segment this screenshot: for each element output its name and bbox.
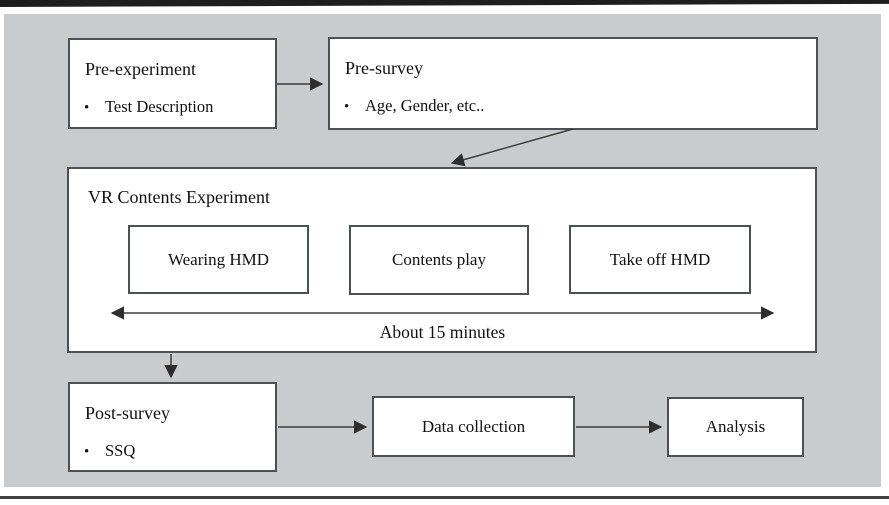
step-take-off-hmd-box: Take off HMD: [569, 225, 751, 294]
bullet-icon: •: [84, 100, 90, 116]
data-collection-box: Data collection: [372, 396, 575, 457]
vr-experiment-title: VR Contents Experiment: [88, 187, 270, 207]
pre-survey-title: Pre-survey: [345, 58, 423, 78]
pre-survey-box: Pre-survey • Age, Gender, etc..: [328, 37, 818, 130]
post-survey-box: Post-survey • SSQ: [68, 382, 277, 472]
data-collection-label: Data collection: [421, 416, 526, 436]
analysis-box: Analysis: [667, 397, 804, 457]
step-contents-play-box: Contents play: [349, 225, 529, 295]
pre-experiment-box: Pre-experiment • Test Description: [68, 38, 277, 129]
pre-experiment-bullet: • Test Description: [70, 97, 275, 118]
pre-experiment-bullet-text: Test Description: [105, 97, 214, 116]
post-survey-bullet: • SSQ: [70, 441, 275, 462]
post-survey-bullet-text: SSQ: [105, 441, 136, 460]
pre-survey-bullet: • Age, Gender, etc..: [330, 96, 816, 117]
step-take-off-hmd-label: Take off HMD: [609, 249, 711, 269]
bullet-icon: •: [344, 99, 350, 115]
analysis-label: Analysis: [705, 417, 766, 436]
step-wearing-hmd-box: Wearing HMD: [128, 225, 309, 294]
pre-experiment-title: Pre-experiment: [85, 59, 196, 79]
bullet-icon: •: [84, 444, 90, 460]
pre-survey-bullet-text: Age, Gender, etc..: [365, 96, 485, 115]
step-wearing-hmd-label: Wearing HMD: [167, 249, 270, 269]
bottom-rule: [0, 496, 889, 499]
duration-label: About 15 minutes: [379, 322, 506, 342]
step-contents-play-label: Contents play: [392, 250, 486, 269]
top-rule: [0, 0, 889, 7]
post-survey-title: Post-survey: [85, 403, 170, 423]
